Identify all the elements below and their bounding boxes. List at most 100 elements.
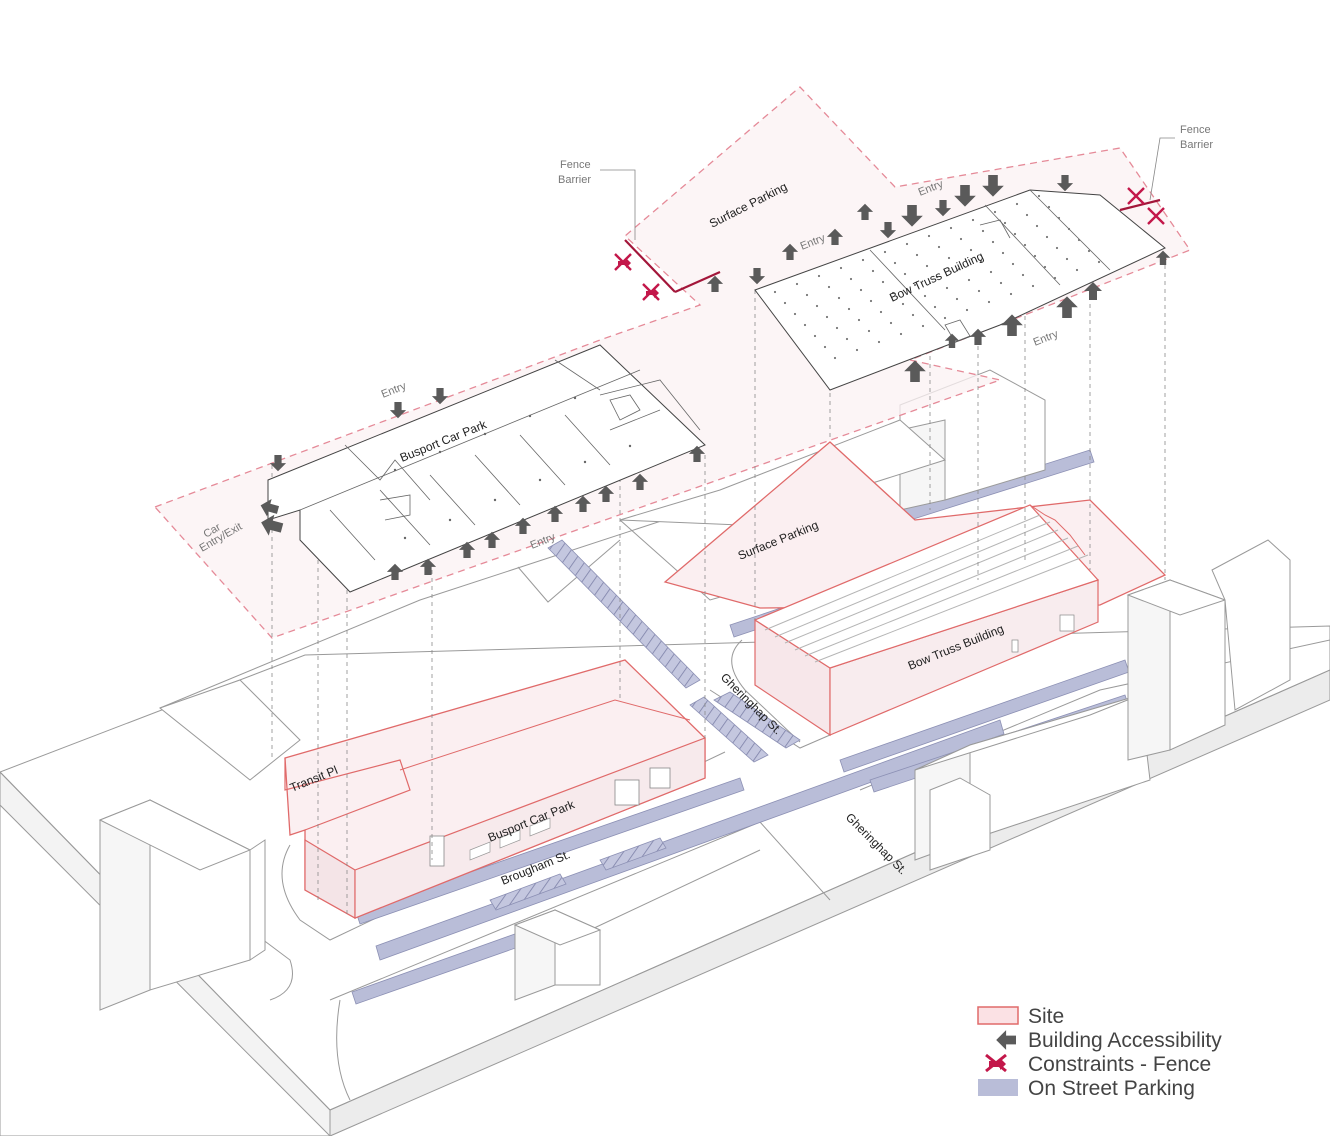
- column-dot: [960, 238, 962, 240]
- fence-cross-icon: [986, 1055, 1006, 1071]
- column-dot: [828, 286, 830, 288]
- column-dot: [884, 251, 886, 253]
- column-dot: [988, 301, 990, 303]
- arrow-icon: [996, 1030, 1016, 1050]
- column-dot: [1036, 225, 1038, 227]
- column-dot: [926, 265, 928, 267]
- column-dot: [1004, 222, 1006, 224]
- column-dot: [824, 346, 826, 348]
- column-dot: [850, 278, 852, 280]
- fence-barrier-right-line2: Barrier: [1180, 139, 1213, 151]
- column-dot: [806, 294, 808, 296]
- column-dot: [1056, 247, 1058, 249]
- legend-parking-label: On Street Parking: [1028, 1077, 1195, 1100]
- column-dot: [1024, 244, 1026, 246]
- column-dot: [1054, 277, 1056, 279]
- column-dot: [992, 241, 994, 243]
- column-dot: [972, 219, 974, 221]
- column-dot: [1034, 255, 1036, 257]
- legend-site-label: Site: [1028, 1005, 1064, 1028]
- column-dot: [848, 308, 850, 310]
- column-dot: [794, 313, 796, 315]
- column-dot: [948, 257, 950, 259]
- column-dot: [1022, 274, 1024, 276]
- column-dot: [968, 279, 970, 281]
- column-dot: [934, 306, 936, 308]
- column-dot: [1088, 250, 1090, 252]
- fence-barrier-left-line1: Fence: [560, 159, 591, 171]
- column-dot: [906, 243, 908, 245]
- column-dot: [1098, 261, 1100, 263]
- legend-fence-label: Constraints - Fence: [1028, 1053, 1211, 1076]
- column-dot: [814, 335, 816, 337]
- column-dot: [804, 324, 806, 326]
- column-dot: [1058, 217, 1060, 219]
- column-dot: [840, 267, 842, 269]
- column-dot: [928, 235, 930, 237]
- column-dot: [970, 249, 972, 251]
- legend: Site Building Accessibility Constraints …: [978, 1005, 1222, 1100]
- column-dot: [1002, 252, 1004, 254]
- column-dot: [1078, 239, 1080, 241]
- column-dot: [846, 338, 848, 340]
- entry-label: Entry: [1032, 328, 1061, 349]
- column-dot: [982, 230, 984, 232]
- column-dot: [1026, 214, 1028, 216]
- column-dot: [858, 319, 860, 321]
- column-dot: [816, 305, 818, 307]
- column-dot: [946, 287, 948, 289]
- column-dot: [938, 246, 940, 248]
- column-dot: [990, 271, 992, 273]
- column-dot: [1014, 233, 1016, 235]
- column-dot: [818, 275, 820, 277]
- column-dot: [872, 270, 874, 272]
- parking-swatch: [978, 1079, 1018, 1096]
- column-dot: [796, 283, 798, 285]
- column-dot: [956, 298, 958, 300]
- column-dot: [1000, 282, 1002, 284]
- column-dot: [784, 302, 786, 304]
- column-dot: [860, 289, 862, 291]
- column-dot: [944, 317, 946, 319]
- column-dot: [1068, 228, 1070, 230]
- column-dot: [902, 303, 904, 305]
- column-dot: [912, 314, 914, 316]
- column-dot: [966, 309, 968, 311]
- column-dot: [924, 295, 926, 297]
- column-dot: [774, 291, 776, 293]
- site-swatch: [978, 1007, 1018, 1024]
- column-dot: [1076, 269, 1078, 271]
- column-dot: [1012, 263, 1014, 265]
- column-dot: [882, 281, 884, 283]
- column-dot: [862, 259, 864, 261]
- column-dot: [880, 311, 882, 313]
- column-dot: [1016, 203, 1018, 205]
- column-dot: [904, 273, 906, 275]
- column-dot: [1044, 266, 1046, 268]
- column-dot: [1032, 285, 1034, 287]
- column-dot: [870, 300, 872, 302]
- column-dot: [1048, 206, 1050, 208]
- column-dot: [978, 290, 980, 292]
- column-dot: [868, 330, 870, 332]
- column-dot: [900, 333, 902, 335]
- column-dot: [1038, 195, 1040, 197]
- fence-barrier-left-line2: Barrier: [558, 174, 591, 186]
- column-dot: [834, 357, 836, 359]
- column-dot: [878, 341, 880, 343]
- column-dot: [856, 349, 858, 351]
- column-dot: [890, 322, 892, 324]
- column-dot: [1046, 236, 1048, 238]
- column-dot: [894, 262, 896, 264]
- legend-access-label: Building Accessibility: [1028, 1029, 1222, 1052]
- entry-label: Entry: [380, 380, 409, 401]
- column-dot: [836, 327, 838, 329]
- column-dot: [994, 211, 996, 213]
- column-dot: [838, 297, 840, 299]
- column-dot: [1010, 293, 1012, 295]
- column-dot: [922, 325, 924, 327]
- column-dot: [950, 227, 952, 229]
- column-dot: [916, 254, 918, 256]
- column-dot: [826, 316, 828, 318]
